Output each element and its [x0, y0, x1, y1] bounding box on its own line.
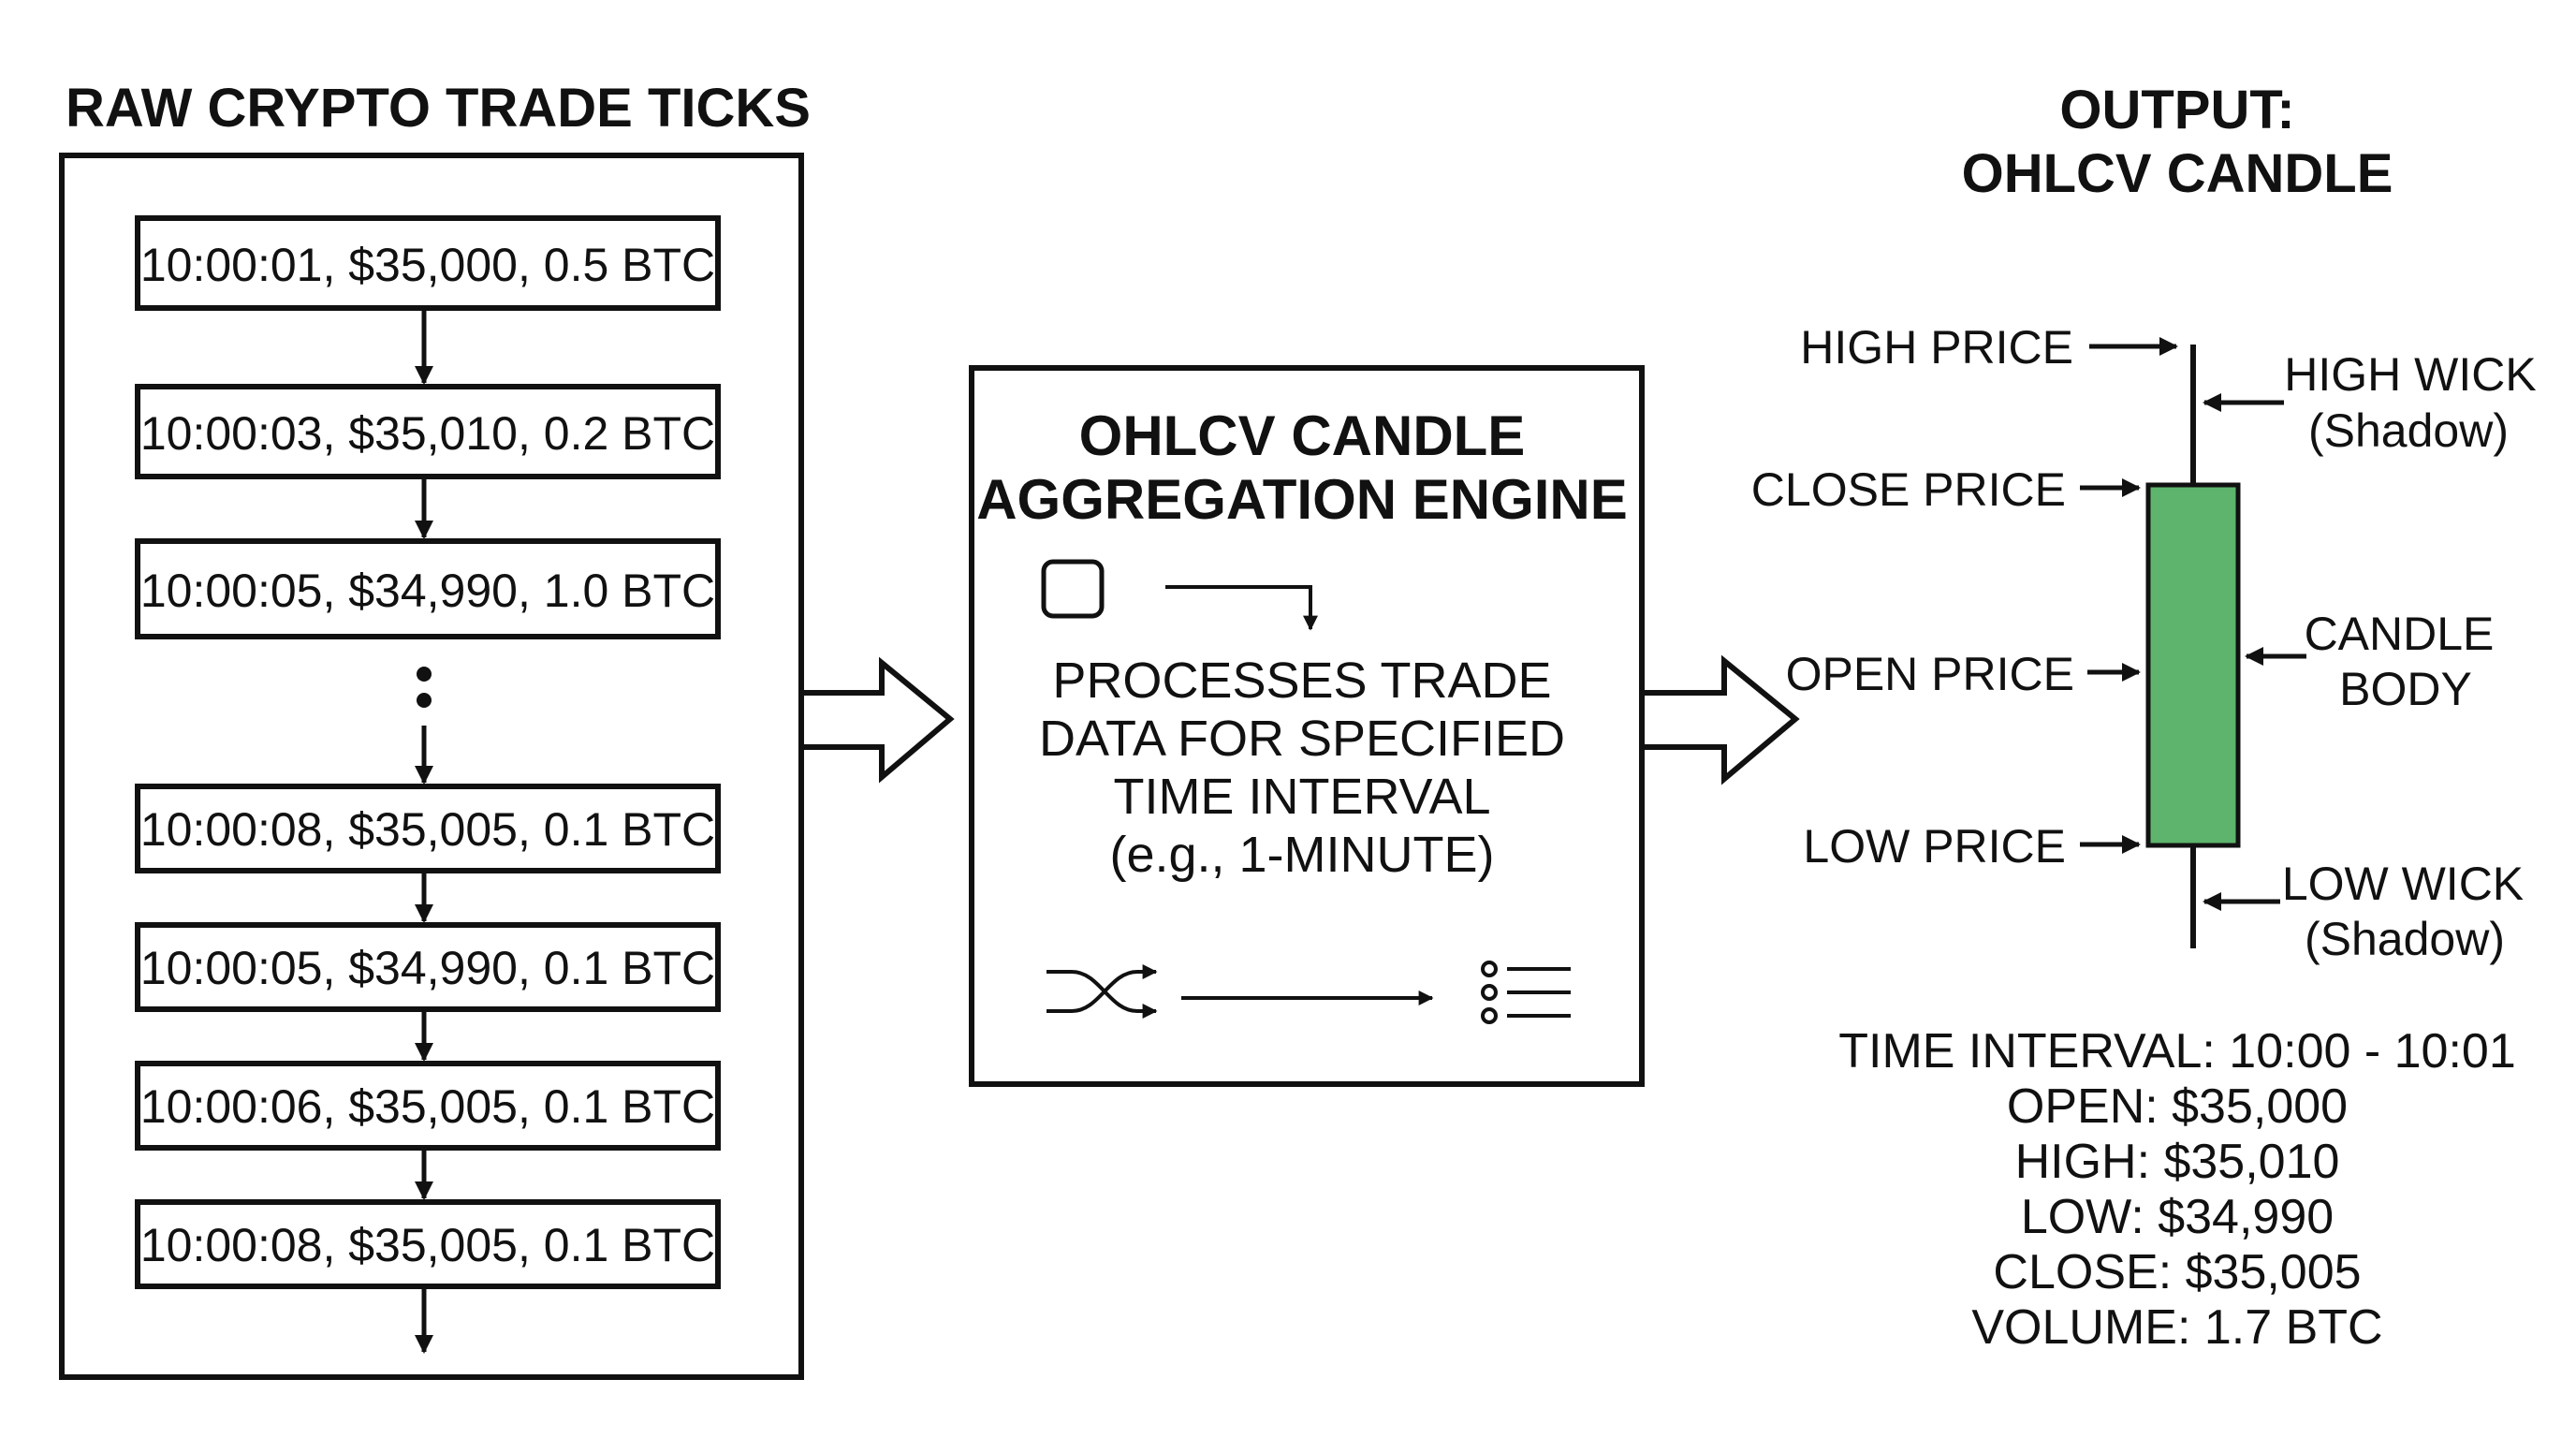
- open-price-label: OPEN PRICE: [1786, 648, 2074, 700]
- summary-line: LOW: $34,990: [2021, 1190, 2334, 1244]
- output-candle-panel: OUTPUT: OHLCV CANDLE HIGH PRICE CLOSE PR…: [1751, 80, 2537, 1355]
- engine-description-line: DATA FOR SPECIFIED: [1039, 711, 1565, 767]
- hollow-arrow-to-output: [1639, 654, 1800, 785]
- square-outline-icon: [1041, 559, 1105, 619]
- tick-row: 10:00:06, $35,005, 0.1 BTC: [135, 1061, 721, 1151]
- tick-text: 10:00:05, $34,990, 1.0 BTC: [140, 565, 715, 617]
- summary-line: CLOSE: $35,005: [1993, 1245, 2361, 1299]
- high-wick-label: HIGH WICK: [2284, 348, 2536, 401]
- engine-title-line1: OHLCV CANDLE: [1079, 404, 1526, 467]
- bent-arrow-icon: [1165, 585, 1318, 631]
- tick-text: 10:00:03, $35,010, 0.2 BTC: [140, 407, 715, 460]
- engine-frame: [969, 365, 1645, 1087]
- tick-row: 10:00:01, $35,000, 0.5 BTC: [135, 215, 721, 311]
- candle-body-label-line2: BODY: [2339, 663, 2472, 715]
- summary-line: HIGH: $35,010: [2015, 1135, 2340, 1189]
- summary-line: OPEN: $35,000: [2007, 1079, 2348, 1134]
- summary-line: TIME INTERVAL: 10:00 - 10:01: [1838, 1024, 2516, 1078]
- output-title-line1: OUTPUT:: [2059, 80, 2294, 140]
- output-title-line2: OHLCV CANDLE: [1962, 143, 2393, 204]
- low-wick-shadow-label: (Shadow): [2305, 913, 2505, 965]
- aggregation-engine: OHLCV CANDLE AGGREGATION ENGINE PROCESSE…: [969, 365, 1645, 1087]
- tick-text: 10:00:06, $35,005, 0.1 BTC: [140, 1080, 715, 1133]
- candle-body: [2145, 482, 2241, 848]
- tick-box: [135, 1061, 721, 1151]
- tick-box: [135, 384, 721, 479]
- tick-box: [135, 1199, 721, 1289]
- low-wick-label: LOW WICK: [2282, 858, 2524, 910]
- ellipsis-dot: [417, 667, 432, 682]
- close-price-label: CLOSE PRICE: [1751, 463, 2066, 516]
- tick-box: [135, 784, 721, 873]
- tick-text: 10:00:01, $35,000, 0.5 BTC: [140, 239, 715, 291]
- tick-box: [135, 922, 721, 1012]
- tick-box: [135, 538, 721, 639]
- low-price-label: LOW PRICE: [1803, 820, 2066, 873]
- tick-row: 10:00:08, $35,005, 0.1 BTC: [135, 784, 721, 873]
- high-price-label: HIGH PRICE: [1800, 321, 2073, 374]
- raw-ticks-title: RAW CRYPTO TRADE TICKS: [66, 78, 811, 139]
- summary-line: VOLUME: 1.7 BTC: [1971, 1300, 2382, 1355]
- hollow-arrow-to-engine: [798, 656, 955, 784]
- shuffle-icon: [1046, 964, 1158, 1019]
- list-icon: [1481, 961, 1571, 1024]
- tick-box: [135, 215, 721, 311]
- tick-text: 10:00:08, $35,005, 0.1 BTC: [140, 803, 715, 856]
- tick-row: 10:00:08, $35,005, 0.1 BTC: [135, 1199, 721, 1289]
- high-wick-shadow-label: (Shadow): [2308, 404, 2509, 457]
- tick-text: 10:00:05, $34,990, 0.1 BTC: [140, 942, 715, 994]
- engine-description-line: PROCESSES TRADE: [1052, 653, 1551, 709]
- ellipsis-dot: [417, 693, 432, 708]
- engine-description-line: (e.g., 1-MINUTE): [1109, 827, 1494, 883]
- tick-text: 10:00:08, $35,005, 0.1 BTC: [140, 1219, 715, 1271]
- tick-row: 10:00:05, $34,990, 1.0 BTC: [135, 538, 721, 639]
- tick-row: 10:00:03, $35,010, 0.2 BTC: [135, 384, 721, 479]
- engine-description-line: TIME INTERVAL: [1113, 769, 1490, 825]
- engine-title-line2: AGGREGATION ENGINE: [976, 468, 1628, 531]
- candle-body-label: CANDLE: [2305, 608, 2495, 660]
- raw-ticks-panel: RAW CRYPTO TRADE TICKS 10:00:01, $35,000…: [59, 78, 811, 1380]
- tick-row: 10:00:05, $34,990, 0.1 BTC: [135, 922, 721, 1012]
- raw-ticks-frame: [59, 153, 804, 1380]
